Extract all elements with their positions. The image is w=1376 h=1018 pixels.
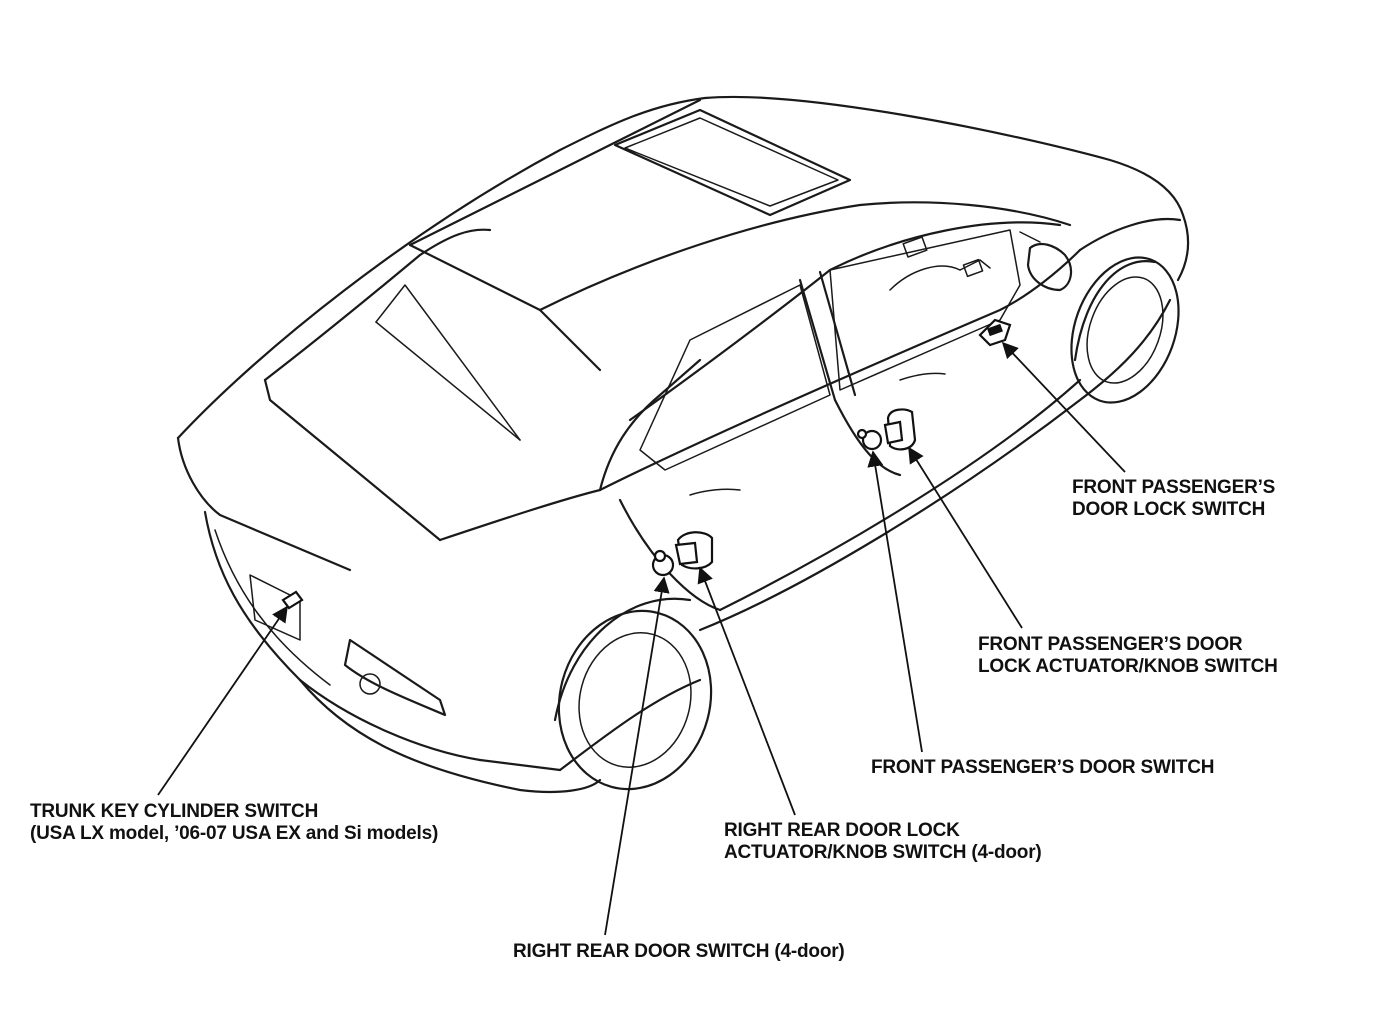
label-right-rear-door-switch: RIGHT REAR DOOR SWITCH (4-door) — [513, 941, 845, 962]
label-front-passenger-door-lock-switch: FRONT PASSENGER’S DOOR LOCK SWITCH — [1072, 477, 1276, 520]
leader-trunk-key-switch — [157, 605, 288, 796]
leader-rear-lock-actuator — [697, 566, 796, 816]
front-door-switch-part — [856, 428, 883, 451]
leader-front-lock-switch — [1001, 341, 1126, 473]
label-right-rear-door-lock-actuator: RIGHT REAR DOOR LOCK ACTUATOR/KNOB SWITC… — [724, 820, 1042, 863]
front-door-lock-switch-part — [978, 318, 1012, 347]
rear-wheel — [553, 597, 713, 791]
label-front-passenger-door-switch: FRONT PASSENGER’S DOOR SWITCH — [871, 757, 1215, 778]
front-door-lock-actuator-part — [883, 408, 917, 451]
label-front-passenger-door-lock-actuator: FRONT PASSENGER’S DOOR LOCK ACTUATOR/KNO… — [978, 634, 1278, 677]
leader-front-lock-actuator — [908, 446, 1023, 629]
trunk-key-cylinder-part — [281, 590, 304, 610]
rear-door-switch-part — [651, 549, 675, 577]
car-body — [176, 95, 1190, 794]
label-trunk-key-cylinder-switch: TRUNK KEY CYLINDER SWITCH (USA LX model,… — [30, 801, 439, 844]
leader-front-door-switch — [867, 450, 923, 753]
front-wheel — [1070, 256, 1180, 404]
rear-door-lock-actuator-part — [674, 531, 714, 570]
leader-rear-door-switch — [604, 576, 670, 936]
